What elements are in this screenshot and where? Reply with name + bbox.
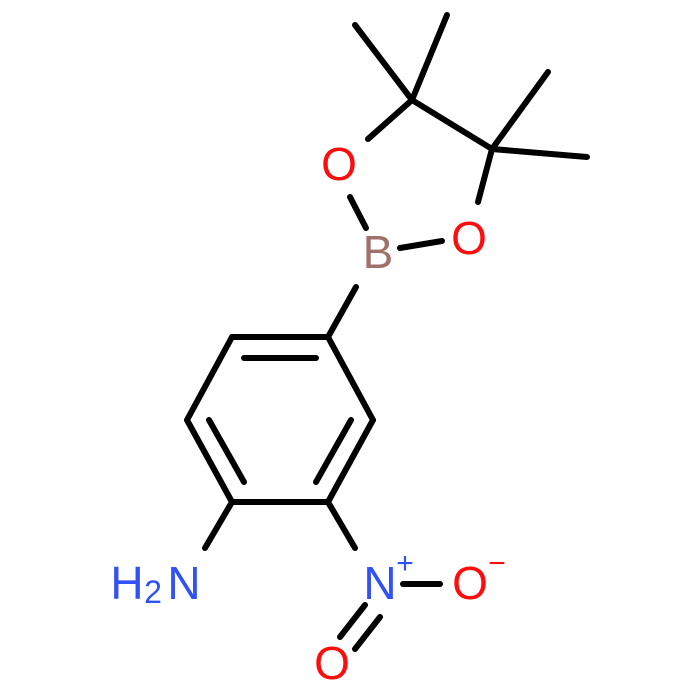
charge-labels: + − (396, 547, 506, 580)
nitro-oxygen-charge: − (488, 547, 506, 580)
bond-methyl-1 (352, 22, 415, 103)
bond-methyl-3 (489, 69, 551, 152)
nitro-oxygen-single-label: O (452, 557, 488, 609)
ring-bond-c6-c1 (184, 334, 235, 423)
bond-o2-c-quat2 (475, 146, 495, 205)
bond-nitro-o-double-b (352, 614, 383, 652)
ring-bond-c3-c4-inner (313, 417, 354, 485)
bond-nitro-o-double-a (337, 602, 368, 640)
ring-bond-c3-c4 (325, 417, 376, 505)
ring-bond-c2-c3 (325, 334, 376, 423)
nitro-nitrogen-label: N (363, 557, 396, 609)
bond-c-quat1-c-quat2 (409, 97, 495, 152)
bond-methyl-2 (409, 12, 450, 103)
amine-subscript: 2 (144, 574, 162, 610)
atom-labels: O O B N O O H N (110, 138, 488, 689)
bond-ring-boron (325, 284, 359, 340)
oxygen-ring-2-label: O (451, 212, 487, 264)
boron-label: B (363, 226, 394, 278)
bond-boron-o2 (397, 238, 445, 251)
bond-ring-amine (202, 499, 235, 551)
bonds (184, 12, 590, 652)
amine-nitrogen-label: N (167, 557, 200, 609)
oxygen-ring-1-label: O (321, 138, 357, 190)
bond-ring-nitro (325, 499, 358, 551)
nitro-nitrogen-charge: + (396, 547, 414, 580)
amine-hydrogen-label: H (110, 557, 143, 609)
nitro-oxygen-double-label: O (314, 637, 350, 689)
ring-bond-c5-c6-inner (206, 417, 247, 485)
bond-methyl-4 (489, 146, 590, 160)
ring-bond-c5-c6 (184, 417, 235, 505)
bond-boron-o1 (347, 194, 369, 231)
bond-o1-c-quat1 (365, 97, 415, 142)
